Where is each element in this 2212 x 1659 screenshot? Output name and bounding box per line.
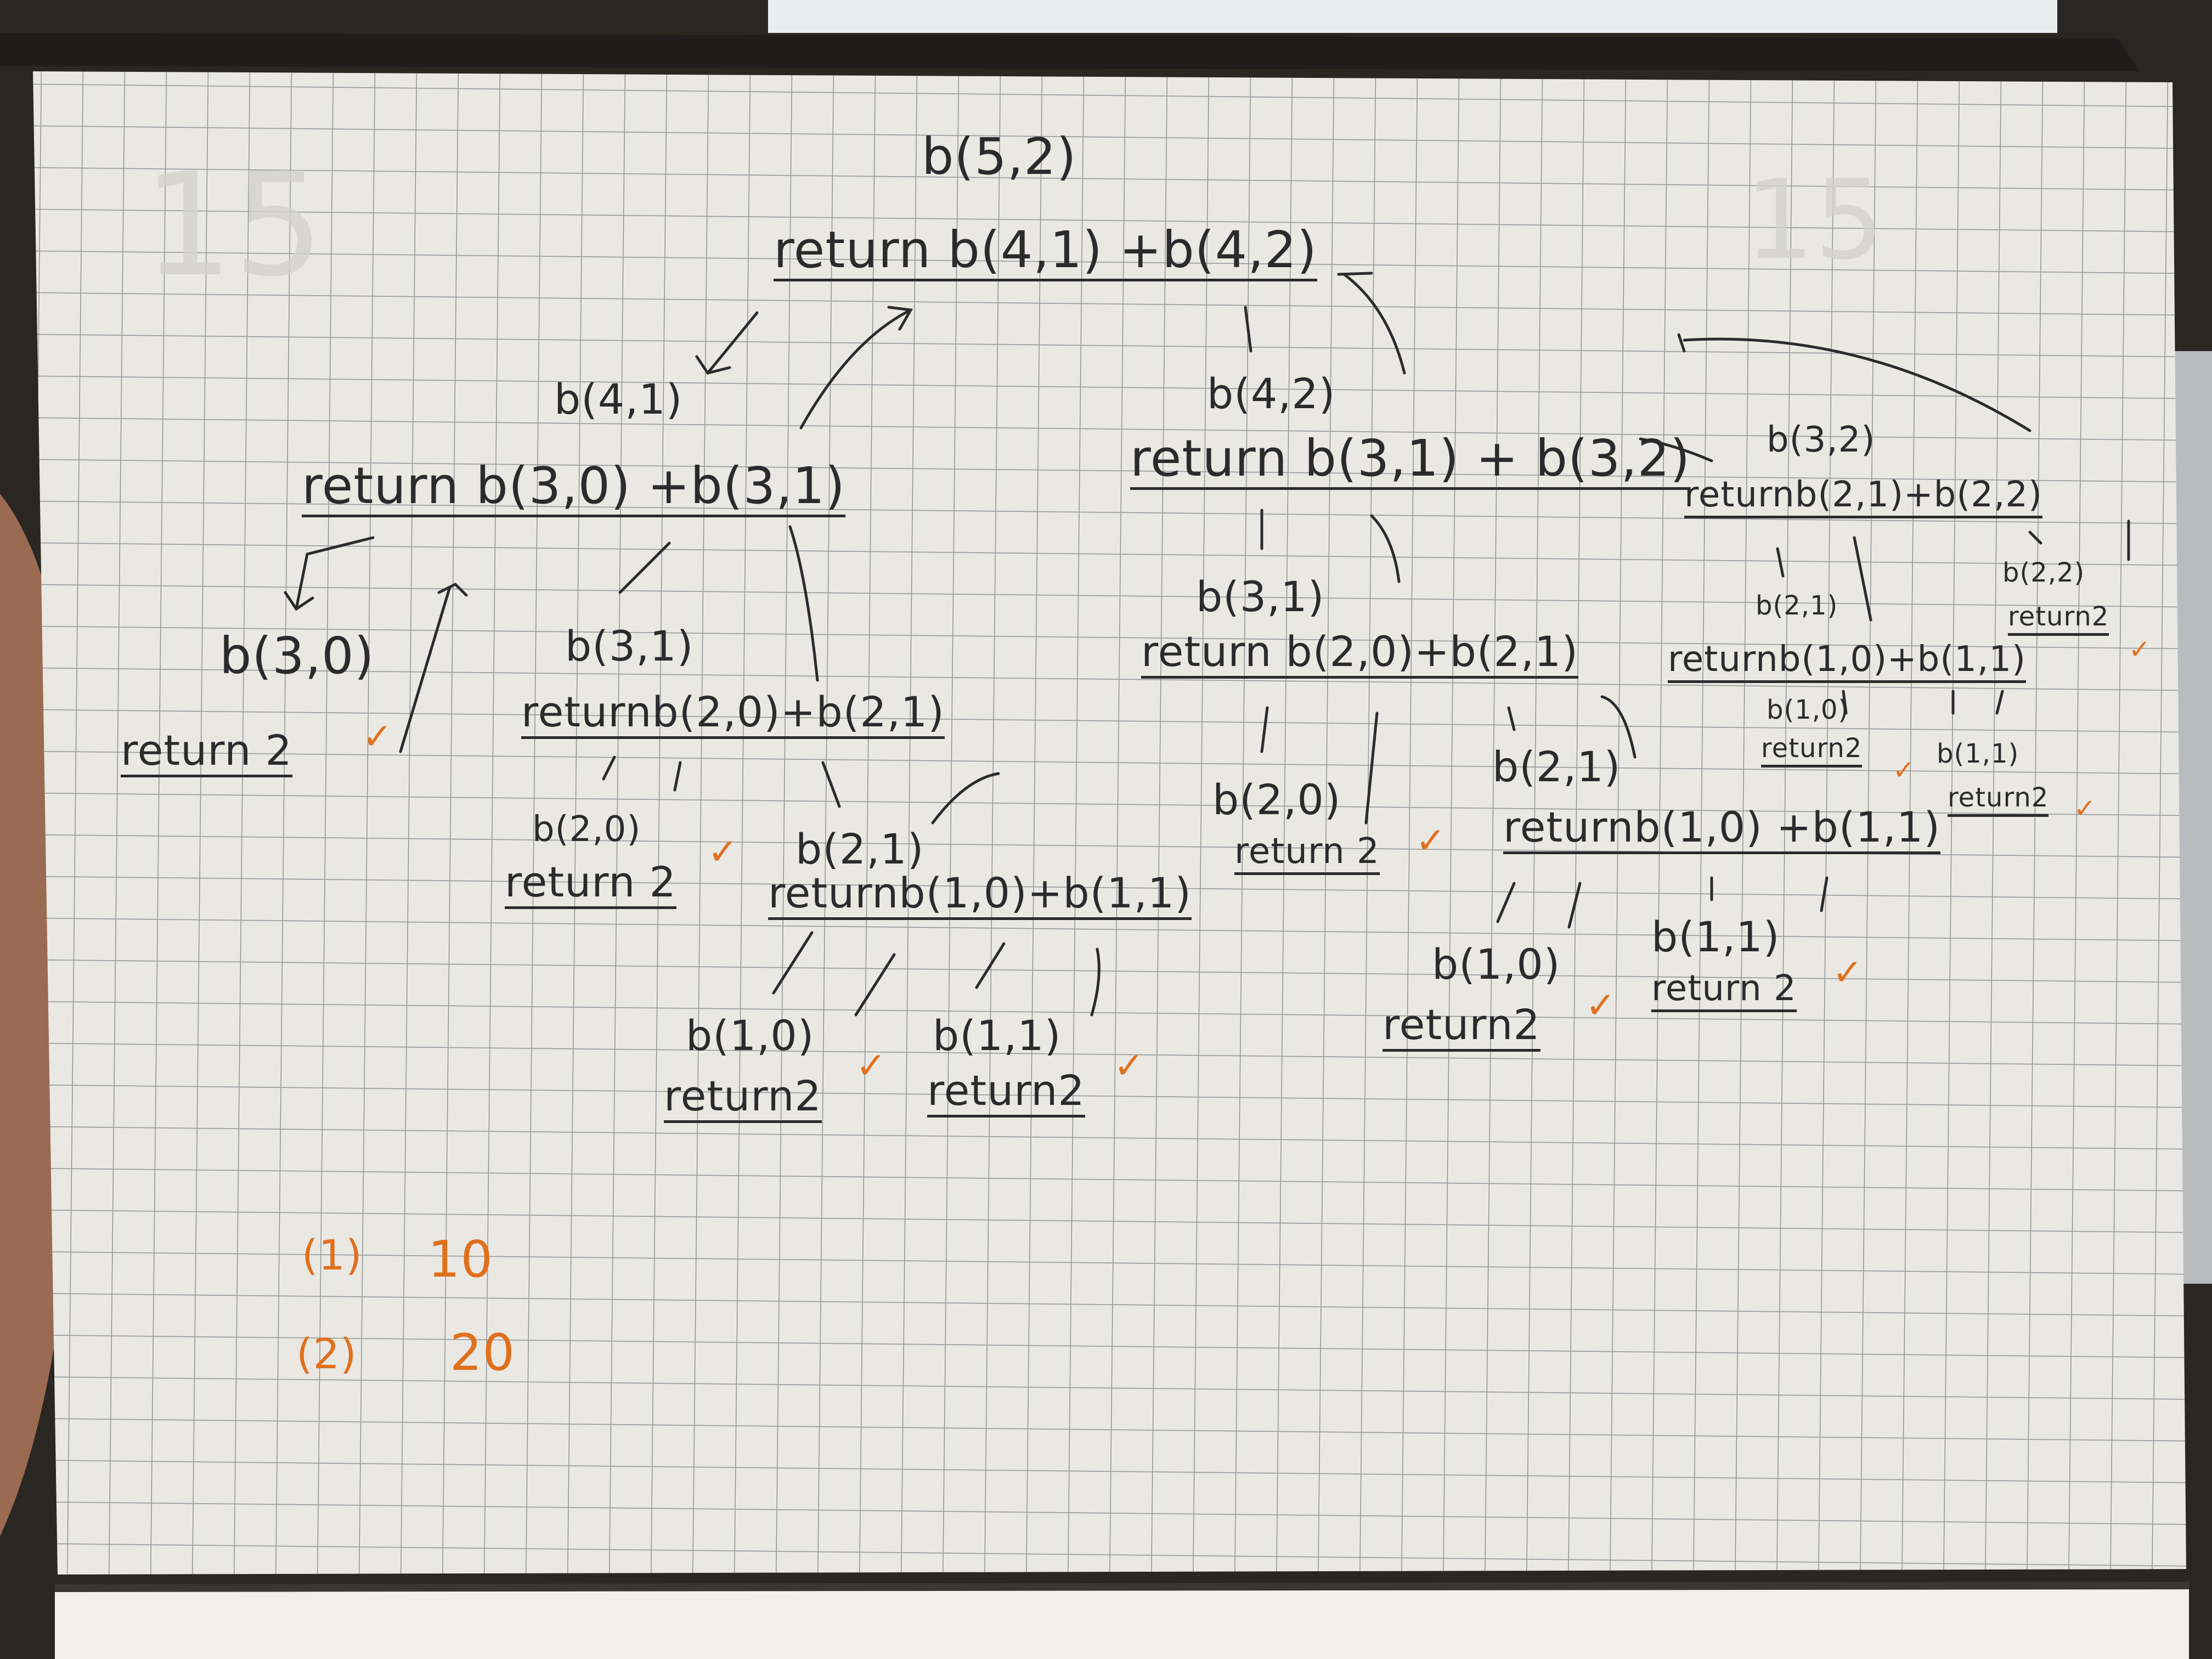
check-mark: ✓	[856, 1045, 887, 1087]
middle-b21-return: returnb(1,0) +b(1,1)	[1503, 806, 1941, 854]
check-mark: ✓	[1114, 1045, 1144, 1087]
svg-text:15: 15	[143, 143, 324, 308]
root-return: return b(4,1) +b(4,2)	[774, 225, 1317, 281]
check-mark: ✓	[1415, 820, 1446, 862]
middle-b21-call: b(2,1)	[1492, 742, 1621, 791]
left-b10-call: b(1,0)	[686, 1011, 815, 1060]
middle-b10-return: return2	[1383, 1004, 1541, 1052]
middle-b10-call: b(1,0)	[1432, 940, 1561, 989]
right-return: returnb(2,1)+b(2,2)	[1684, 477, 2042, 518]
check-mark: ✓	[1585, 984, 1616, 1026]
middle-b31-call: b(3,1)	[1196, 572, 1325, 621]
middle-b11-call: b(1,1)	[1651, 912, 1780, 961]
check-mark: ✓	[1893, 755, 1915, 786]
check-mark: ✓	[1832, 951, 1863, 994]
left-b11-call: b(1,1)	[933, 1011, 1062, 1060]
middle-return: return b(3,1) + b(3,2)	[1130, 433, 1691, 490]
right-b10-call: b(1,0)	[1767, 695, 1849, 725]
check-mark: ✓	[2074, 793, 2096, 824]
left-b10-return: return2	[664, 1075, 822, 1123]
root-call: b(5,2)	[922, 127, 1077, 186]
left-return: return b(3,0) +b(3,1)	[302, 461, 845, 517]
left-b21-call: b(2,1)	[795, 825, 924, 873]
check-mark: ✓	[362, 715, 393, 758]
svg-text:15: 15	[1745, 156, 1884, 284]
right-b21-call: b(2,1)	[1756, 590, 1838, 621]
left-b20-call: b(2,0)	[532, 809, 641, 850]
check-mark: ✓	[708, 831, 738, 873]
right-b21-return: returnb(1,0)+b(1,1)	[1668, 642, 2026, 683]
left-b31-call: b(3,1)	[565, 622, 694, 670]
left-b21-return: returnb(1,0)+b(1,1)	[768, 872, 1192, 920]
middle-b20-return: return 2	[1234, 834, 1380, 875]
right-b22-return: return2	[2008, 603, 2109, 636]
left-b11-return: return2	[927, 1070, 1085, 1118]
answer-2-value: 20	[450, 1323, 516, 1382]
middle-b11-return: return 2	[1651, 971, 1797, 1012]
left-b30-call: b(3,0)	[219, 627, 375, 685]
left-call: b(4,1)	[554, 375, 683, 424]
left-b31-return: returnb(2,0)+b(2,1)	[521, 691, 945, 739]
answer-1-label: (1)	[302, 1231, 363, 1279]
left-b30-return: return 2	[121, 730, 292, 777]
right-call: b(3,2)	[1767, 420, 1876, 460]
right-b22-call: b(2,2)	[2002, 557, 2085, 588]
answer-1-value: 10	[428, 1230, 494, 1289]
middle-b31-return: return b(2,0)+b(2,1)	[1141, 631, 1579, 679]
check-mark: ✓	[2129, 634, 2151, 665]
right-b11-return: return2	[1948, 785, 2049, 817]
middle-call: b(4,2)	[1207, 369, 1336, 418]
right-b10-return: return2	[1761, 735, 1863, 768]
answer-2-label: (2)	[296, 1329, 357, 1378]
right-b11-call: b(1,1)	[1937, 738, 2019, 769]
middle-b20-call: b(2,0)	[1212, 775, 1341, 824]
left-b20-return: return 2	[505, 861, 676, 909]
